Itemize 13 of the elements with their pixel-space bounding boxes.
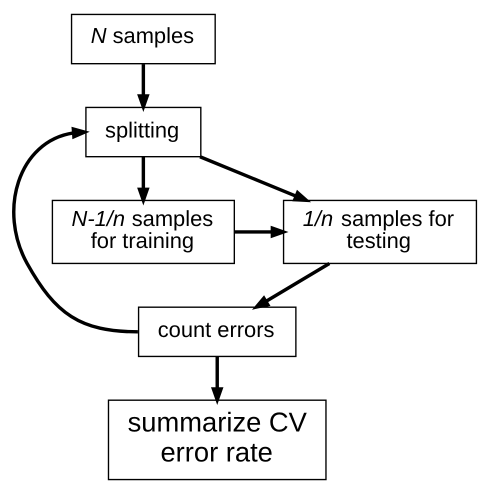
node-box: count errors bbox=[138, 306, 297, 357]
arrow bbox=[234, 225, 288, 238]
node-box: N samples bbox=[70, 13, 216, 64]
arrow bbox=[12, 126, 138, 334]
arrow bbox=[199, 154, 312, 202]
arrow bbox=[210, 356, 224, 405]
node-box: summarize CV error rate bbox=[108, 399, 327, 480]
node-box: splitting bbox=[85, 106, 202, 157]
arrow bbox=[137, 156, 150, 205]
node-box: N-1/n samples for training bbox=[52, 199, 235, 264]
node-box: 1/n samples for testing bbox=[282, 199, 478, 264]
arrow bbox=[252, 262, 330, 310]
arrow bbox=[137, 64, 150, 112]
